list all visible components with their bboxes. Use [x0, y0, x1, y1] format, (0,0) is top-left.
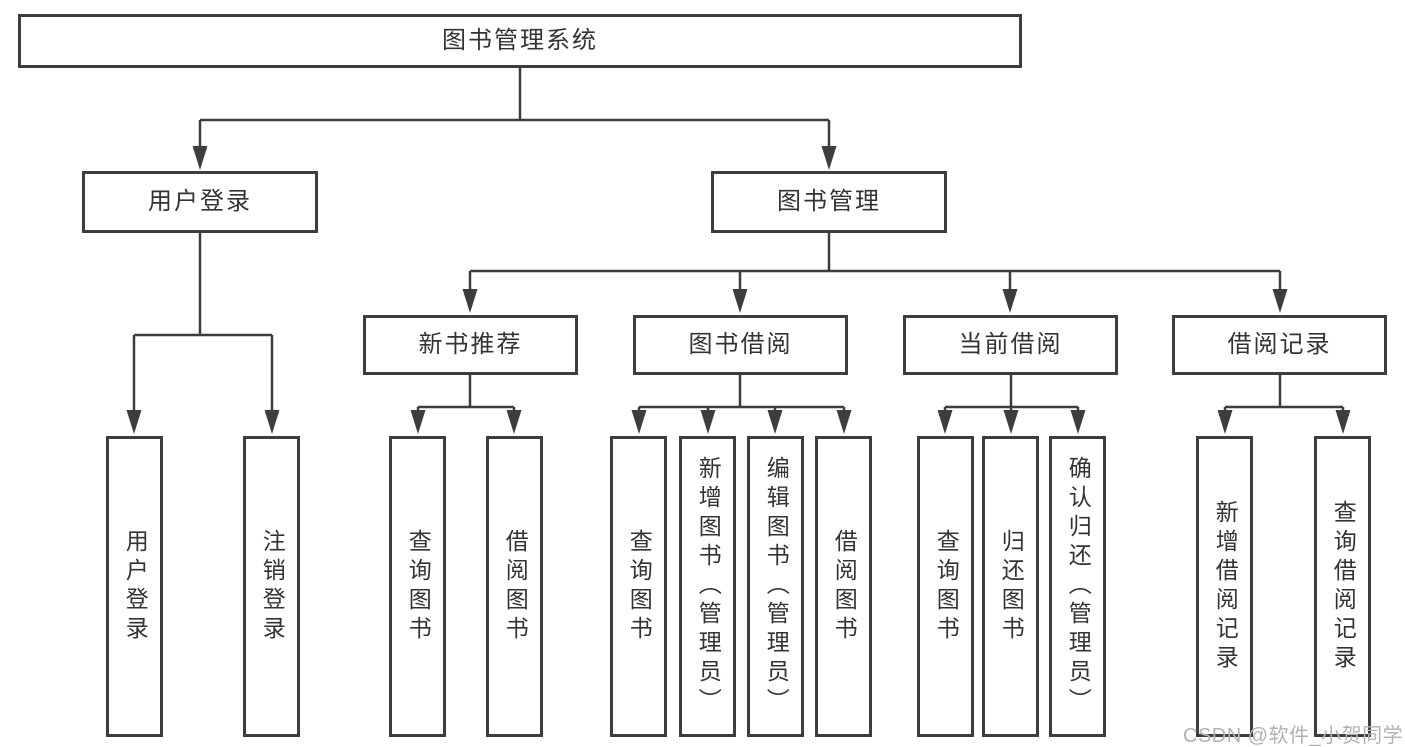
node-new-book-recommend-label: 新书推荐 [418, 330, 523, 358]
leaf-query-books-recommend-label: 查询图书 [405, 528, 432, 645]
leaf-add-borrow-record: 新增借阅记录 [1196, 436, 1253, 737]
leaf-query-books-borrow: 查询图书 [610, 436, 667, 737]
leaf-borrow-books: 借阅图书 [815, 436, 872, 737]
edge-root-to-level2 [198, 68, 831, 150]
leaf-confirm-return-admin-label: 确认归还（管理员） [1065, 456, 1092, 717]
leaf-borrow-books-label: 借阅图书 [831, 528, 858, 645]
leaf-return-books: 归还图书 [982, 436, 1039, 737]
edge-user-login-children [132, 233, 274, 414]
leaf-query-books-recommend: 查询图书 [389, 436, 446, 737]
node-new-book-recommend: 新书推荐 [363, 315, 578, 375]
node-book-borrow: 图书借阅 [633, 315, 848, 375]
leaf-logout: 注销登录 [243, 436, 300, 737]
node-book-management-label: 图书管理 [777, 187, 881, 215]
node-book-management: 图书管理 [711, 171, 947, 233]
leaf-add-books-admin-label: 新增图书（管理员） [695, 456, 722, 717]
leaf-user-login-label: 用户登录 [122, 528, 149, 645]
node-user-login: 用户登录 [82, 171, 318, 233]
leaf-edit-books-admin: 编辑图书（管理员） [747, 436, 804, 737]
leaf-return-books-label: 归还图书 [998, 528, 1025, 645]
edge-book-borrow-children [637, 375, 846, 415]
leaf-add-books-admin: 新增图书（管理员） [679, 436, 736, 737]
node-borrow-records: 借阅记录 [1172, 315, 1387, 375]
leaf-query-borrow-record-label: 查询借阅记录 [1330, 499, 1357, 674]
leaf-query-books-borrow-label: 查询图书 [626, 528, 653, 645]
edge-borrow-record-children [1223, 375, 1345, 415]
leaf-query-borrow-record: 查询借阅记录 [1314, 436, 1371, 737]
node-current-borrow-label: 当前借阅 [958, 330, 1063, 358]
leaf-logout-label: 注销登录 [259, 528, 286, 645]
leaf-user-login: 用户登录 [106, 436, 163, 737]
node-library-system-label: 图书管理系统 [442, 26, 598, 54]
node-book-borrow-label: 图书借阅 [688, 330, 793, 358]
arrowheads [126, 146, 1351, 434]
leaf-borrow-books-recommend: 借阅图书 [486, 436, 543, 737]
node-borrow-records-label: 借阅记录 [1227, 330, 1332, 358]
leaf-query-books-current-label: 查询图书 [933, 528, 960, 645]
leaf-borrow-books-recommend-label: 借阅图书 [502, 528, 529, 645]
watermark: CSDN @软件_小贺同学 [1183, 725, 1404, 747]
node-user-login-label: 用户登录 [148, 187, 252, 215]
edge-new-book-children [416, 375, 516, 415]
leaf-add-borrow-record-label: 新增借阅记录 [1212, 499, 1239, 674]
leaf-edit-books-admin-label: 编辑图书（管理员） [763, 456, 790, 717]
node-library-system: 图书管理系统 [18, 14, 1022, 68]
leaf-query-books-current: 查询图书 [917, 436, 974, 737]
edge-current-borrow-children [943, 375, 1080, 415]
leaf-confirm-return-admin: 确认归还（管理员） [1049, 436, 1106, 737]
edge-book-management-children [468, 233, 1282, 294]
node-current-borrow: 当前借阅 [903, 315, 1118, 375]
